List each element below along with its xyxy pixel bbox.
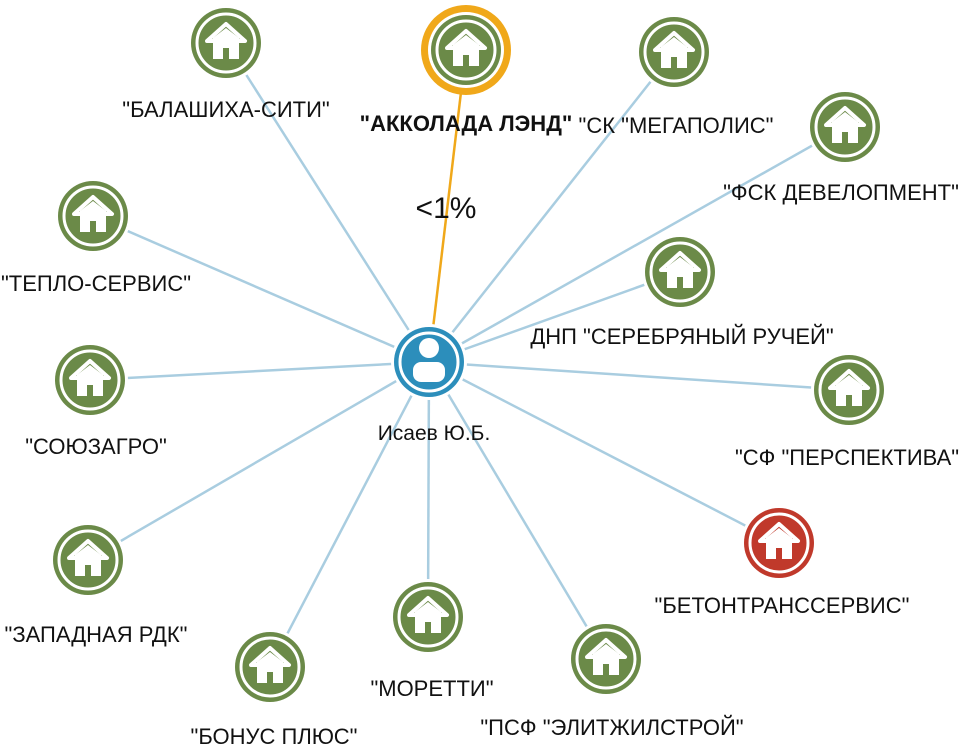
company-node-bonus[interactable]: [232, 629, 308, 705]
company-node-soyuzagro[interactable]: [52, 342, 128, 418]
company-label-betontrans: "БЕТОНТРАНССЕРВИС": [655, 593, 910, 618]
company-node-zapadnaya[interactable]: [50, 522, 126, 598]
company-node-perspektiva[interactable]: [811, 352, 887, 428]
company-node-megapolis[interactable]: [636, 14, 712, 90]
house-icon: [659, 251, 701, 288]
house-icon: [585, 638, 627, 675]
edge-soyuzagro: [89, 360, 430, 382]
company-label-balashikha: "БАЛАШИХА-СИТИ": [122, 97, 329, 122]
company-label-teplo: "ТЕПЛО-СЕРВИС": [1, 271, 191, 296]
company-node-fsk[interactable]: [807, 89, 883, 165]
person-name-label: Исаев Ю.Б.: [378, 422, 491, 445]
edge-megapolis: [428, 51, 675, 363]
company-node-betontrans[interactable]: [741, 505, 817, 581]
edge-zapadnaya: [87, 360, 430, 562]
person-icon: [413, 338, 445, 382]
company-node-moretti[interactable]: [390, 579, 466, 655]
company-label-soyuzagro: "СОЮЗАГРО": [25, 434, 167, 459]
house-icon: [653, 31, 695, 68]
company-label-fsk: "ФСК ДЕВЕЛОПМЕНТ": [723, 180, 959, 205]
company-label-moretti: "МОРЕТТИ": [370, 676, 493, 701]
company-node-balashikha[interactable]: [188, 5, 264, 81]
company-label-dnp: ДНП "СЕРЕБРЯНЫЙ РУЧЕЙ": [530, 324, 833, 349]
company-label-zapadnaya: "ЗАПАДНАЯ РДК": [5, 622, 188, 647]
edge-betontrans: [428, 360, 780, 545]
house-icon: [758, 522, 800, 559]
house-icon: [249, 646, 291, 683]
edge-dnp: [428, 270, 681, 364]
person-node[interactable]: [391, 324, 467, 400]
house-icon: [67, 539, 109, 576]
company-label-bonus: "БОНУС ПЛЮС": [191, 724, 358, 749]
company-label-perspektiva: "СФ "ПЕРСПЕКТИВА": [735, 445, 959, 470]
house-icon: [828, 369, 870, 406]
edge-fsk: [428, 125, 846, 364]
edge-elitzhil: [427, 361, 608, 660]
nodes-layer: "АККОЛАДА ЛЭНД""СК "МЕГАПОЛИС" "ФСК ДЕВЕЛ…: [1, 5, 959, 749]
company-node-elitzhil[interactable]: [568, 621, 644, 697]
edge-perspektiva: [428, 360, 850, 392]
house-icon: [824, 106, 866, 143]
company-node-akkolada[interactable]: [421, 5, 511, 95]
company-label-akkolada: "АККОЛАДА ЛЭНД": [360, 111, 573, 136]
edge-moretti: [426, 361, 431, 618]
company-label-elitzhil: "ПСФ "ЭЛИТЖИЛСТРОЙ": [480, 715, 743, 740]
house-icon: [445, 29, 487, 66]
house-icon: [69, 359, 111, 396]
house-icon: [72, 195, 114, 232]
company-label-megapolis: "СК "МЕГАПОЛИС": [579, 113, 774, 138]
edge-bonus: [268, 361, 431, 668]
edge-balashikha: [224, 42, 431, 363]
house-icon: [205, 22, 247, 59]
house-icon: [407, 596, 449, 633]
edges-layer: [87, 42, 850, 668]
edge-teplo: [92, 214, 430, 364]
company-node-teplo[interactable]: [55, 178, 131, 254]
share-percent-label: <1%: [416, 192, 477, 225]
edge-akkolada: [427, 49, 468, 363]
company-node-dnp[interactable]: [642, 234, 718, 310]
